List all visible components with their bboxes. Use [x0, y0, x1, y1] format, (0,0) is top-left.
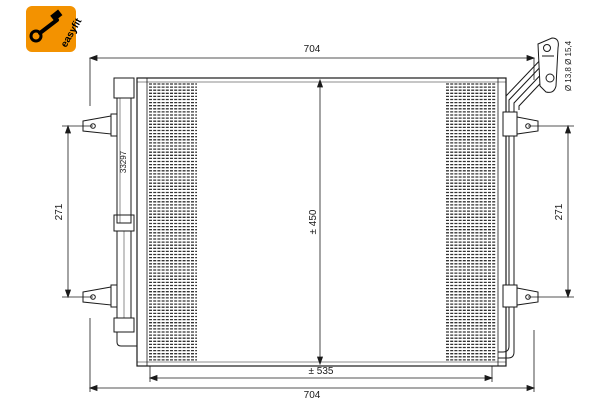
dim-top-width: 704: [304, 44, 321, 55]
easyfit-badge: easyfit: [26, 6, 85, 52]
dim-left-spacing: 271: [54, 203, 65, 220]
core-outline: [136, 77, 507, 367]
fin-pattern-right: [446, 83, 496, 361]
part-code-label: 33297: [119, 150, 128, 173]
dim-right-spacing: 271: [554, 203, 565, 220]
fin-pattern-left: [149, 83, 197, 361]
dimension-lines: [62, 54, 574, 392]
dim-core-width: ± 535: [309, 366, 334, 377]
condenser-core: [136, 77, 507, 367]
dim-bottom-width: 704: [304, 390, 321, 400]
pipe-connector-block: [537, 37, 559, 93]
left-bracket-top: [82, 113, 118, 137]
drier-body: [116, 97, 132, 224]
dim-core-height: ± 450: [308, 209, 319, 234]
left-bracket-bottom: [82, 284, 118, 308]
dimension-labels: 704 704 ± 535 ± 450 271 271 Ø 13,8 Ø 15,…: [54, 40, 573, 400]
key-wrench-icon: [29, 9, 63, 43]
right-bracket-top: [502, 111, 539, 137]
dim-pipe-diameters: Ø 13,8 Ø 15,4: [564, 40, 573, 91]
drier-cap: [113, 77, 135, 99]
right-bracket-bottom: [502, 284, 539, 308]
